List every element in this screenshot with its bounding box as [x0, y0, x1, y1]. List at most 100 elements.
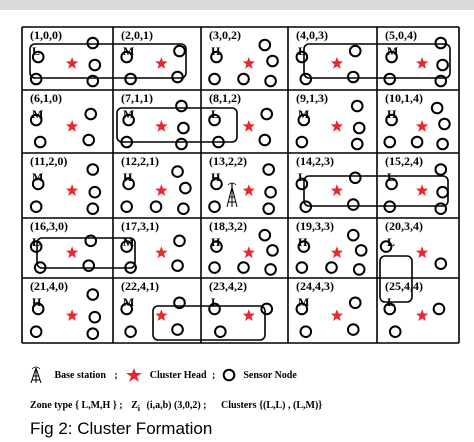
zone-cell: (19,3,3)H [295, 219, 368, 276]
sensor-node [179, 181, 192, 195]
legend-separator-2: ; [212, 369, 216, 381]
legend-separator: ; [114, 369, 118, 381]
zone-label: (18,3,2) [209, 219, 247, 233]
sensor-node [149, 200, 163, 213]
cluster-head-star [330, 120, 344, 132]
cropped-text-strip [0, 0, 474, 10]
sensor-node [210, 240, 223, 253]
zone-type-letter: L [387, 295, 395, 309]
zone-cell: (18,3,2)H [208, 219, 279, 276]
zone-label: (10,1,4) [385, 91, 423, 105]
sensor-node [434, 36, 448, 50]
sensor-node [379, 240, 393, 253]
sensor-node [171, 259, 184, 272]
sensor-node [173, 44, 186, 58]
zone-label: (25,4,4) [385, 279, 423, 293]
zone-cell: (22,4,1)M [120, 279, 186, 338]
sensor-node [385, 177, 398, 191]
sensor-node [346, 228, 360, 242]
sensor-node [31, 50, 45, 64]
sensor-node [212, 135, 225, 149]
sensor-node [346, 323, 360, 336]
zone-cell: (13,2,2)H [208, 154, 277, 216]
sensor-node [325, 261, 338, 274]
sensor-node [208, 302, 221, 316]
sensor-node [86, 202, 100, 216]
zone-type-letter: L [32, 44, 40, 58]
zone-id-subscript: i [137, 404, 141, 413]
sensor-node [264, 263, 277, 276]
sensor-node [88, 58, 102, 72]
sensor-node [208, 72, 221, 86]
zone-label: (20,3,4) [385, 219, 423, 233]
sensor-node [383, 135, 397, 149]
base-station-icon [226, 182, 238, 208]
sensor-node [120, 302, 133, 316]
sensor-node [122, 177, 135, 191]
zone-type-letter: H [211, 170, 221, 184]
sensor-node [434, 257, 448, 271]
sensor-node [86, 74, 100, 88]
sensor-node [383, 72, 397, 86]
sensor-node [120, 240, 133, 253]
sensor-node [86, 163, 100, 176]
zone-type-text: Zone type { L,M,H } ; [30, 400, 123, 412]
sensor-node [354, 244, 368, 257]
sensor-node [299, 325, 313, 338]
cluster-head-star [65, 184, 79, 196]
sensor-node [348, 44, 362, 58]
cluster-head-star [155, 309, 168, 321]
sensor-node-legend-icon [222, 368, 236, 382]
sensor-node [171, 165, 184, 178]
zone-label: (21,4,0) [30, 279, 68, 293]
cluster-box [29, 43, 187, 79]
zone-label: (5,0,4) [385, 28, 417, 42]
sensor-node [208, 200, 221, 213]
sensor-node [88, 185, 102, 199]
sensor-node [264, 74, 277, 88]
sensor-node [122, 113, 135, 127]
cluster-head-star [415, 309, 429, 321]
sensor-node [264, 185, 277, 199]
sensor-node [31, 177, 45, 191]
base-station-legend-icon [30, 366, 42, 384]
sensor-node [29, 113, 43, 127]
zone-label: (23,4,2) [209, 279, 247, 293]
sensor-node [383, 302, 397, 316]
cluster-head-star [65, 309, 79, 321]
sensor-node [120, 50, 133, 64]
zone-label: (3,0,2) [209, 28, 241, 42]
cluster-head-star [330, 246, 344, 259]
zone-cell: (4,0,3)L [295, 28, 362, 86]
zone-cell: (11,2,0)M [29, 154, 102, 216]
sensor-node [31, 302, 45, 316]
zone-label: (7,1,1) [121, 91, 153, 105]
zone-type-letter: L [387, 170, 395, 184]
sensor-node [266, 54, 279, 68]
sensor-node [120, 135, 133, 149]
sensor-node [175, 137, 188, 151]
grid-lines [21, 26, 460, 344]
zone-type-letter: L [298, 170, 306, 184]
sensor-node [177, 121, 190, 135]
zone-label: (12,2,1) [121, 154, 159, 168]
cluster-head-star [65, 120, 79, 132]
cells-layer: (1,0,0)L(2,0,1)M(3,0,2)H(4,0,3)L(5,0,4)M… [29, 28, 451, 341]
sensor-node [29, 325, 43, 338]
sensor-node [124, 261, 137, 274]
zone-label: (14,2,3) [296, 154, 334, 168]
zone-type-letter: H [123, 170, 133, 184]
zone-cell: (17,3,1)M [120, 219, 186, 274]
zone-type-letter: L [211, 295, 219, 309]
sensor-node [295, 50, 309, 64]
sensor-node [29, 240, 43, 253]
zone-label: (19,3,3) [296, 219, 334, 233]
zone-cell: (12,2,1) H [120, 154, 192, 216]
sensor-node [208, 261, 221, 274]
sensor-node [88, 310, 102, 324]
zone-type-letter: H [32, 295, 42, 309]
cluster-head-star [242, 184, 255, 196]
sensor-node [436, 58, 449, 72]
sensor-node [436, 185, 449, 199]
cluster-head-star [242, 309, 255, 321]
